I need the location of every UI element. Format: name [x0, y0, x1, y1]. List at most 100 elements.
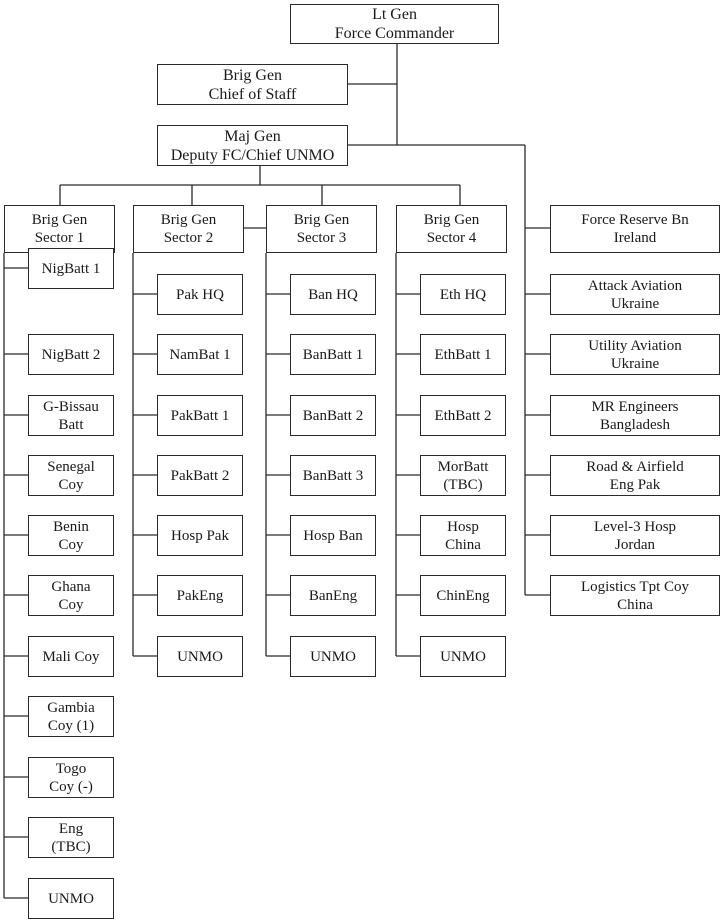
force-unit-name: Logistics Tpt Coy: [580, 578, 690, 595]
unit-label: NigBatt 2: [41, 346, 101, 363]
sector-3-unit: BanBatt 1: [290, 334, 376, 375]
unit-label: Pak HQ: [176, 286, 224, 303]
force-commander-rank: Lt Gen: [372, 6, 417, 23]
sector-3-name: Sector 3: [296, 230, 347, 246]
unit-label: Coy (-): [49, 778, 93, 795]
sector-4-rank: Brig Gen: [423, 212, 480, 228]
sector-3-unit: BanEng: [290, 575, 376, 616]
force-unit-name: Force Reserve Bn: [581, 212, 689, 228]
unit-label: EthBatt 2: [434, 407, 492, 424]
sector-2-rank: Brig Gen: [160, 212, 217, 228]
unit-label: Coy: [58, 596, 84, 613]
unit-label: Batt: [58, 416, 84, 433]
unit-label: Hosp Ban: [303, 527, 363, 544]
unit-label: Hosp: [447, 518, 479, 535]
unit-label: G-Bissau: [43, 398, 99, 415]
unit-label: Togo: [55, 760, 87, 777]
sector-4-unit: ChinEng: [420, 575, 506, 616]
sector-4-unit: EthBatt 2: [420, 395, 506, 436]
unit-label: PakBatt 1: [170, 407, 230, 424]
sector-3-rank: Brig Gen: [293, 212, 350, 228]
force-unit-country: Jordan: [615, 536, 655, 553]
unit-label: EthBatt 1: [434, 346, 492, 363]
unit-label: Eng: [58, 820, 84, 837]
unit-label: Coy: [58, 536, 84, 553]
sector-2-unit: PakBatt 1: [157, 395, 243, 436]
deputy-fc-title: Deputy FC/Chief UNMO: [170, 146, 335, 164]
unit-label: BanEng: [308, 587, 358, 604]
force-unit-name: MR Engineers: [591, 398, 679, 415]
sector-2-unit: PakEng: [157, 575, 243, 616]
unit-label: Ghana: [51, 578, 91, 595]
force-commander-title: Force Commander: [334, 25, 455, 42]
sector-1-unit: NigBatt 1: [28, 248, 114, 289]
chief-of-staff-title: Chief of Staff: [208, 85, 297, 103]
unit-label: NigBatt 1: [41, 260, 101, 277]
sector-3-unit: BanBatt 2: [290, 395, 376, 436]
sector-1-name: Sector 1: [34, 230, 85, 246]
sector-3-unit: UNMO: [290, 636, 376, 677]
force-unit-country: Ireland: [613, 230, 657, 246]
unit-label: Hosp Pak: [171, 527, 229, 544]
unit-label: Mali Coy: [42, 648, 100, 665]
force-unit-country: China: [617, 596, 653, 613]
force-unit-name: Level-3 Hosp: [593, 518, 677, 535]
unit-label: Coy: [58, 476, 84, 493]
sector-1-unit: Mali Coy: [28, 636, 114, 677]
deputy-fc-box: Maj Gen Deputy FC/Chief UNMO: [157, 125, 348, 166]
unit-label: NamBat 1: [169, 346, 231, 363]
sector-3-head: Brig Gen Sector 3: [266, 205, 377, 253]
force-unit-name: Attack Aviation: [587, 277, 683, 294]
force-unit-country: Eng Pak: [609, 476, 661, 493]
unit-label: Gambia: [47, 699, 95, 716]
sector-2-unit: Hosp Pak: [157, 515, 243, 556]
sector-1-rank: Brig Gen: [31, 212, 88, 228]
unit-label: (TBC): [443, 476, 483, 493]
sector-4-name: Sector 4: [426, 230, 477, 246]
unit-label: UNMO: [310, 648, 356, 665]
unit-label: BanBatt 2: [302, 407, 364, 424]
unit-label: BanBatt 3: [302, 467, 364, 484]
force-unit: Force Reserve Bn Ireland: [550, 205, 720, 253]
unit-label: Ban HQ: [308, 286, 358, 303]
sector-2-name: Sector 2: [163, 230, 214, 246]
sector-4-unit: MorBatt(TBC): [420, 455, 506, 496]
force-unit-country: Bangladesh: [600, 416, 670, 433]
unit-label: UNMO: [48, 890, 94, 907]
unit-label: ChinEng: [436, 587, 490, 604]
unit-label: UNMO: [440, 648, 486, 665]
unit-label: Benin: [53, 518, 89, 535]
chief-of-staff-box: Brig Gen Chief of Staff: [157, 64, 348, 105]
sector-4-head: Brig Gen Sector 4: [396, 205, 507, 253]
unit-label: Coy (1): [47, 717, 95, 734]
force-unit-name: Utility Aviation: [588, 337, 682, 354]
unit-label: Senegal: [47, 458, 95, 475]
unit-label: PakEng: [176, 587, 224, 604]
sector-4-unit: Eth HQ: [420, 274, 506, 315]
sector-2-unit: Pak HQ: [157, 274, 243, 315]
sector-3-unit: Ban HQ: [290, 274, 376, 315]
sector-1-head: Brig Gen Sector 1: [4, 205, 115, 253]
sector-1-unit: Eng(TBC): [28, 817, 114, 858]
sector-4-unit: EthBatt 1: [420, 334, 506, 375]
sector-2-unit: UNMO: [157, 636, 243, 677]
sector-2-head: Brig Gen Sector 2: [133, 205, 244, 253]
force-commander-box: Lt Gen Force Commander: [290, 4, 499, 44]
unit-label: (TBC): [51, 838, 91, 855]
deputy-fc-rank: Maj Gen: [224, 127, 281, 145]
unit-label: UNMO: [177, 648, 223, 665]
unit-label: China: [445, 536, 481, 553]
